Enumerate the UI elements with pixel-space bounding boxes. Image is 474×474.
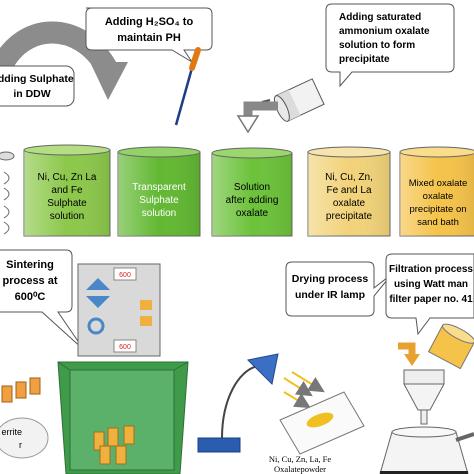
ferrite-label: r xyxy=(19,440,22,450)
beaker-label: Ni, Cu, Zn La xyxy=(38,172,97,183)
callout-text: solution to form xyxy=(339,40,415,51)
beaker-label: oxalate xyxy=(236,208,269,219)
curved-arrow-icon xyxy=(0,21,128,100)
furnace-icon: 600 600 xyxy=(57,263,189,474)
callout-text: under IR lamp xyxy=(295,289,365,301)
callout-text: using Watt man xyxy=(394,279,468,290)
callout-text: in DDW xyxy=(13,88,50,100)
beaker-label: and Fe xyxy=(51,185,83,196)
beaker-label: Fe and La xyxy=(326,185,371,196)
callout-text: Adding H₂SO₄ to xyxy=(105,16,194,28)
callout-text: process at xyxy=(2,275,57,287)
callout-adding-h2so4: Adding H₂SO₄ to maintain PH xyxy=(85,7,213,63)
beaker-5: Mixed oxalate oxalate precipitate on san… xyxy=(399,146,474,237)
callout-text: maintain PH xyxy=(117,32,181,44)
beaker-label: solution xyxy=(50,211,84,222)
beaker-label: Transparent xyxy=(132,182,186,193)
furnace-display-bottom: 600 xyxy=(119,344,131,351)
filtration-apparatus-icon xyxy=(379,323,474,474)
callout-text: Filtration process xyxy=(389,264,473,275)
callout-drying: Drying process under IR lamp xyxy=(285,261,393,317)
powder-label: Oxalatepowder xyxy=(274,464,326,474)
beaker-label: sand bath xyxy=(417,217,459,228)
pouring-beaker-icon xyxy=(261,78,325,122)
ir-lamp-icon xyxy=(197,353,279,453)
ferrite-samples-icon: errite r xyxy=(0,377,49,459)
callout-filtration: Filtration process using Watt man filter… xyxy=(385,253,474,336)
beaker-label: oxalate xyxy=(333,198,366,209)
callout-sintering: Sintering process at 600⁰C xyxy=(0,249,85,351)
callout-text: Drying process xyxy=(292,273,369,285)
beaker-label: Mixed oxalate xyxy=(409,178,468,189)
callout-text: 600⁰C xyxy=(15,291,46,303)
ir-rays-icon xyxy=(283,371,325,409)
beaker-2: Transparent Sulphate solution xyxy=(117,146,201,237)
ferrite-label: errite xyxy=(1,427,22,437)
furnace-display-top: 600 xyxy=(119,272,131,279)
beaker-label: Sulphate xyxy=(47,198,87,209)
callout-text: Adding saturated xyxy=(339,12,421,23)
powder-label: Ni, Cu, Zn, La, Fe xyxy=(269,454,332,464)
vial-stack-icon xyxy=(0,151,15,235)
beaker-label: Solution xyxy=(234,182,270,193)
beaker-label: Ni, Cu, Zn, xyxy=(325,172,373,183)
beaker-label: after adding xyxy=(226,195,279,206)
beaker-label: precipitate on xyxy=(409,204,466,215)
powder-tray-icon xyxy=(279,391,365,455)
beaker-label: oxalate xyxy=(423,191,454,202)
callout-adding-oxalate: Adding saturated ammonium oxalate soluti… xyxy=(325,3,455,88)
callout-text: ammonium oxalate xyxy=(339,26,430,37)
beaker-label: Sulphate xyxy=(139,195,179,206)
dropper-icon xyxy=(174,47,201,126)
down-arrow-icon xyxy=(236,101,278,134)
callout-text: filter paper no. 41 xyxy=(389,294,473,305)
callout-adding-sulphate: Adding Sulphate in DDW xyxy=(0,65,75,107)
beaker-3: Solution after adding oxalate xyxy=(211,147,293,237)
callout-text: Sintering xyxy=(6,259,54,271)
beaker-1: Ni, Cu, Zn La and Fe Sulphate solution xyxy=(23,144,111,237)
beaker-label: precipitate xyxy=(326,211,373,222)
beaker-label: solution xyxy=(142,208,176,219)
beaker-4: Ni, Cu, Zn, Fe and La oxalate precipitat… xyxy=(307,146,391,237)
callout-text: precipitate xyxy=(339,54,390,65)
callout-text: Adding Sulphate xyxy=(0,73,74,85)
crucible-icon xyxy=(93,425,135,465)
